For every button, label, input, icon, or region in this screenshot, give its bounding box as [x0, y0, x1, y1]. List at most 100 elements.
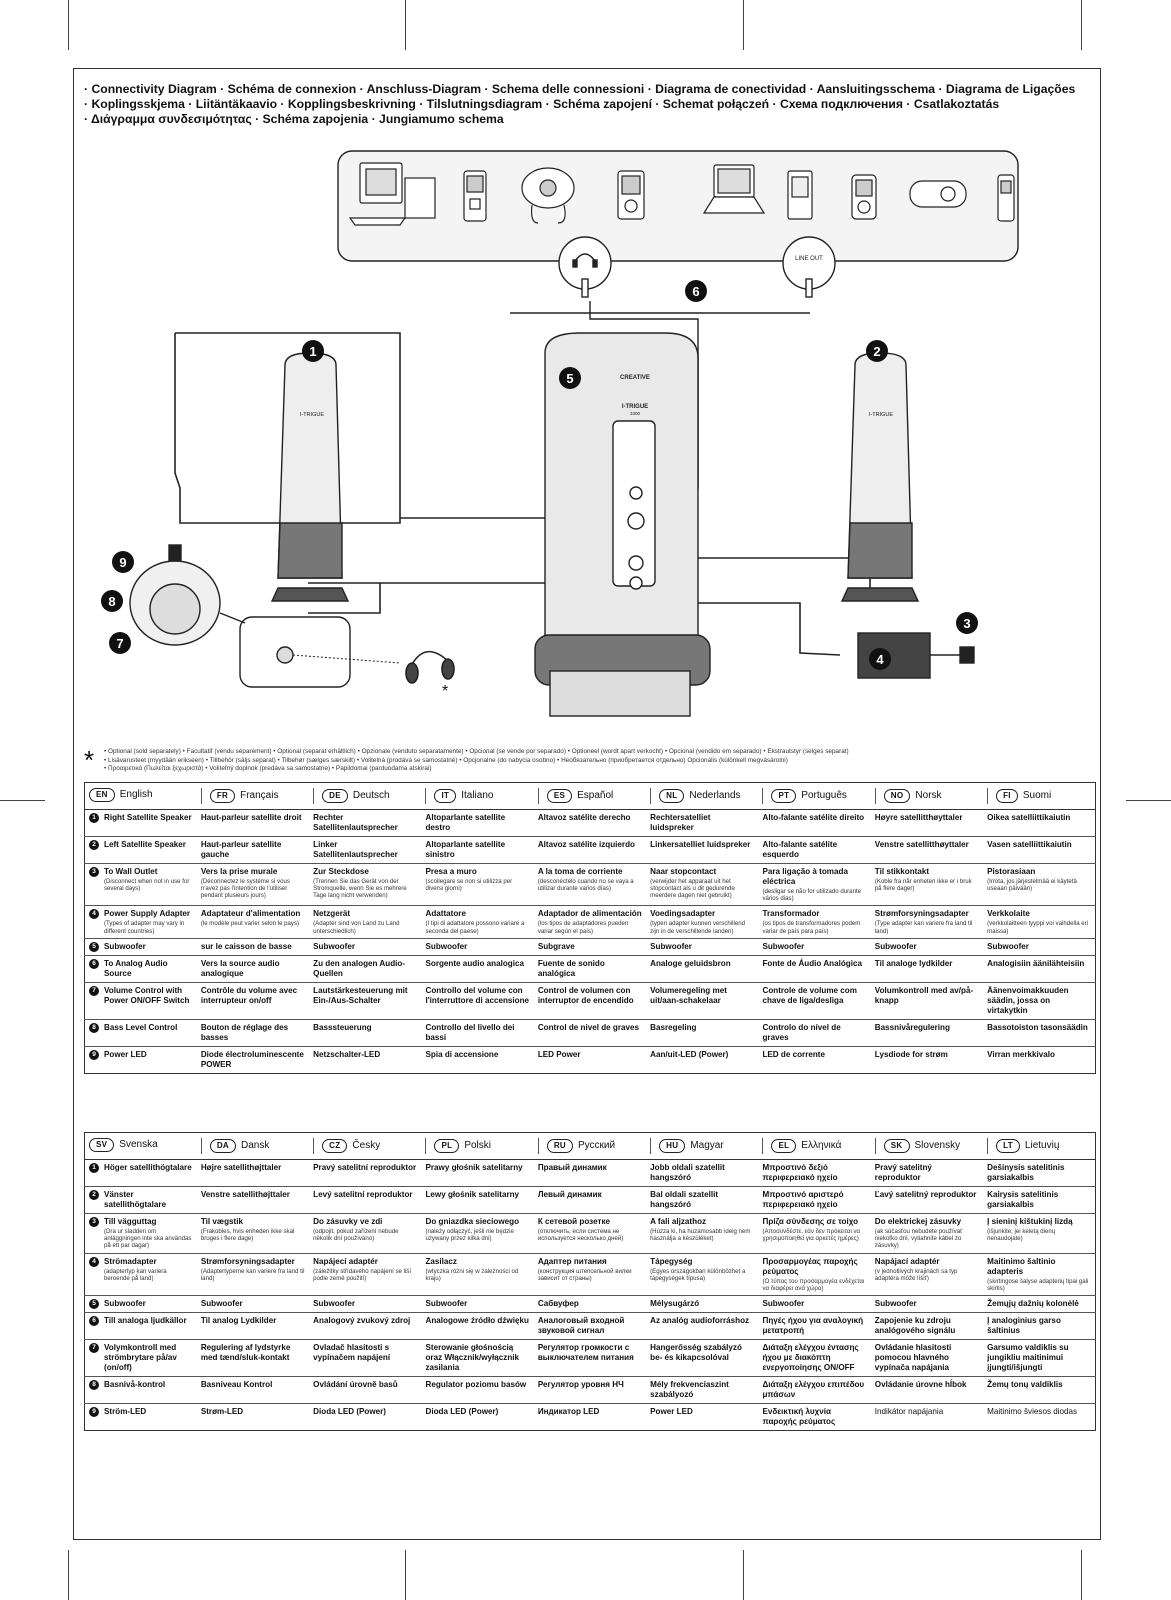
- table-cell: Ovladač hlasitosti s vypínačem napájení: [309, 1339, 422, 1377]
- term-label: Prawy głośnik satelitarny: [425, 1163, 523, 1172]
- table-cell: Venstre satellithøjttaler: [196, 1186, 310, 1214]
- language-name: Ελληνικά: [801, 1140, 842, 1151]
- term-label: Volumeregeling met uit/aan-schakelaar: [650, 985, 727, 1005]
- table-cell: Dešinysis satelitinis garsiakalbis: [983, 1159, 1096, 1187]
- term-label: Аналоговый входной звуковой сигнал: [537, 1316, 625, 1336]
- term-label: Subwoofer: [874, 1299, 917, 1309]
- term-label: Subwoofer: [104, 941, 146, 951]
- pda-icon: [787, 170, 813, 220]
- term-label: Pravý satelitný reproduktor: [874, 1163, 932, 1182]
- term-label: Netzschalter-LED: [313, 1049, 381, 1059]
- table-cell: Rechter Satellitenlautsprecher: [309, 809, 422, 837]
- table-cell: Subgrave: [533, 937, 647, 956]
- table-cell: Ovládanie úrovne hĺbok: [870, 1376, 984, 1404]
- table-cell: Presa a muro(scollegare se non si utiliz…: [421, 862, 534, 906]
- table-cell: Alto-falante satélite direito: [758, 809, 871, 837]
- term-label: Регулятор уровня НЧ: [537, 1380, 624, 1390]
- table-cell: Zu den analogen Audio-Quellen: [309, 954, 422, 983]
- term-note: (Egyes országokban különbözhet a tápegys…: [650, 1267, 746, 1282]
- item-number-badge: 9: [89, 1407, 99, 1418]
- table-cell: Til analog Lydkilder: [196, 1312, 310, 1340]
- table-cell: Ovládání úrovně basů: [309, 1376, 422, 1404]
- term-note: (išjunkite, jei keletą dienų nenaudojate…: [987, 1228, 1056, 1243]
- svg-text:5: 5: [566, 371, 573, 386]
- table-cell: Μπροστινό αριστερό περιφερειακό ηχείο: [758, 1186, 871, 1214]
- term-label: Alto-falante satélite direito: [762, 813, 865, 822]
- table-cell: Controllo del livello dei bassi: [421, 1018, 534, 1047]
- term-label: Napájecí adaptér: [313, 1256, 378, 1266]
- term-label: Power LED: [104, 1049, 147, 1059]
- term-note: (Húzza ki, ha huzamosabb ideig nem haszn…: [650, 1228, 751, 1243]
- term-label: Lysdiode for strøm: [874, 1049, 948, 1059]
- term-note: (Αποσυνδέστε, εάν δεν πρόκειται να χρησι…: [762, 1228, 861, 1243]
- table-cell: LED de corrente: [758, 1045, 871, 1074]
- language-name: Magyar: [690, 1140, 724, 1151]
- term-label: Power LED: [650, 1407, 693, 1417]
- term-label: Sterowanie głośnością oraz Włącznik/wyłą…: [425, 1343, 520, 1373]
- table-cell: Subwoofer: [983, 937, 1096, 956]
- term-note: (Déconnectez le système si vous n'avez p…: [200, 878, 290, 900]
- table-cell: Linkersatelliet luidspreker: [646, 836, 759, 864]
- table-cell: Bouton de réglage des basses: [196, 1018, 310, 1047]
- term-label: Para ligação à tomada eléctrica: [762, 867, 848, 886]
- term-label: Analogový zvukový zdroj: [313, 1316, 411, 1326]
- mp3-player-icon: [851, 174, 877, 220]
- term-note: (Frakobles, hvis enheden ikke skal bruge…: [200, 1228, 295, 1243]
- term-label: Bassnivåregulering: [874, 1022, 950, 1032]
- desktop-computer-icon: [348, 162, 436, 226]
- audio-cable-6: [510, 301, 810, 314]
- table-cell: Sorgente audio analogica: [421, 954, 534, 983]
- table-cell: Tápegység(Egyes országokban különbözhet …: [646, 1252, 759, 1296]
- callout-1: 1: [302, 340, 324, 362]
- term-label: Πρίζα σύνδεσης σε τοίχο: [762, 1217, 859, 1226]
- term-label: Altoparlante satellite sinistro: [425, 840, 506, 859]
- table-cell: Basniveau Kontrol: [196, 1376, 310, 1404]
- table-cell: Адаптер питания(конструкция штепсельной …: [533, 1252, 647, 1296]
- table-cell: Basssteuerung: [309, 1018, 422, 1047]
- table-cell: Zur Steckdose(Trennen Sie das Gerät von …: [309, 862, 422, 906]
- language-code-badge: SV: [89, 1138, 115, 1152]
- term-note: (záležitky střídavého napájení se liší p…: [313, 1267, 412, 1282]
- term-note: (Adapter sind von Land zu Land unterschi…: [313, 920, 400, 935]
- term-label: Presa a muro: [425, 867, 477, 876]
- table-cell: Para ligação à tomada eléctrica(desligar…: [758, 862, 871, 906]
- item-number-badge: 5: [89, 941, 99, 952]
- term-label: Volymkontroll med strömbrytare på/av (on…: [104, 1343, 177, 1373]
- table-cell: Διάταξη ελέγχου επιπέδου μπάσων: [758, 1376, 871, 1404]
- svg-text:8: 8: [108, 594, 115, 609]
- table-cell: Fuente de sonido analógica: [533, 954, 647, 983]
- term-note: (skirtingose šalyse adapterių tipai gali…: [987, 1277, 1089, 1292]
- term-label: Volume Control with Power ON/OFF Switch: [104, 985, 190, 1005]
- table-cell: Levý satelitní reproduktor: [309, 1186, 422, 1214]
- term-label: Maitinimo šaltinio adapteris: [987, 1256, 1056, 1276]
- language-code-badge: IT: [434, 789, 457, 803]
- language-code-badge: DE: [322, 789, 348, 803]
- optional-asterisk: *: [442, 683, 448, 700]
- term-label: Spia di accensione: [425, 1049, 499, 1059]
- table-cell: Volumeregeling met uit/aan-schakelaar: [646, 981, 759, 1020]
- term-label: Προσαρμογέας παροχής ρεύματος: [762, 1256, 858, 1276]
- term-label: Dešinysis satelitinis garsiakalbis: [987, 1163, 1065, 1182]
- term-label: Do elektrickej zásuvky: [874, 1217, 962, 1226]
- language-code-badge: ES: [546, 789, 573, 803]
- term-label: Dioda LED (Power): [313, 1407, 387, 1417]
- table-cell: Analogový zvukový zdroj: [309, 1312, 422, 1340]
- term-label: Левый динамик: [537, 1190, 602, 1199]
- subwoofer-model-sub-label: 3300: [630, 411, 641, 416]
- table-cell: Venstre satellitthøyttaler: [870, 836, 984, 864]
- mobile-phone-icon: [997, 174, 1015, 222]
- term-label: Az analóg audioforráshoz: [650, 1316, 750, 1326]
- table-cell: Μπροστινό δεξιό περιφερειακό ηχείο: [758, 1159, 871, 1187]
